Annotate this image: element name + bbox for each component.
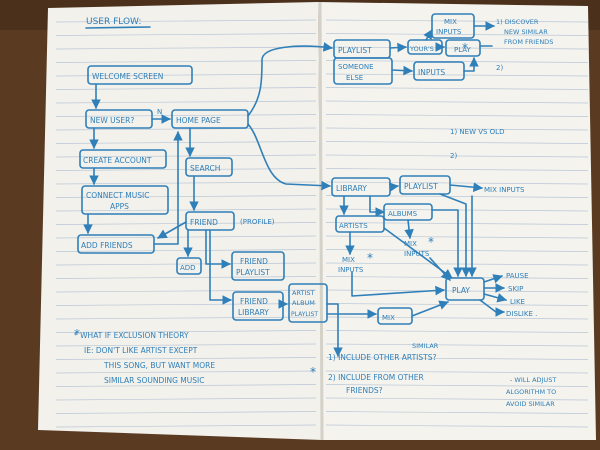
- node-playlist2: PLAYLIST: [404, 182, 438, 191]
- node-friend: FRIEND: [190, 218, 218, 227]
- node-artist-album-line2: ALBUM: [292, 299, 315, 307]
- node-play-main: PLAY: [452, 286, 470, 295]
- node-friend-playlist-line1: FRIEND: [240, 257, 268, 266]
- node-connect-line1: CONNECT MUSIC: [86, 191, 149, 200]
- node-mix-inputs-left-line2: INPUTS: [338, 266, 364, 274]
- node-friend-profile: (PROFILE): [240, 218, 275, 226]
- node-someone-line1: SOMEONE: [338, 63, 374, 71]
- note-exclusion-line2: IE: DON'T LIKE ARTIST EXCEPT: [84, 346, 198, 355]
- node-home: HOME PAGE: [176, 116, 221, 125]
- edge-playlist-yours: [390, 47, 406, 48]
- note-exclusion-line1: * WHAT IF EXCLUSION THEORY: [74, 331, 189, 340]
- note-include-2-line2: FRIENDS?: [346, 386, 383, 395]
- node-create: CREATE ACCOUNT: [83, 156, 152, 165]
- asterisk-icon: *: [310, 365, 316, 379]
- note-discover-line1: 1) DISCOVER: [496, 18, 539, 26]
- note-number-2-top: 2): [496, 64, 503, 72]
- edge-someone-inputs: [392, 70, 412, 71]
- asterisk-icon: *: [367, 251, 373, 265]
- node-mix-inputs-right: MIX INPUTS: [484, 186, 525, 194]
- node-playlist: PLAYLIST: [338, 46, 372, 55]
- note-include-1: 1) INCLUDE OTHER ARTISTS?: [328, 353, 436, 362]
- node-someone-line2: ELSE: [346, 74, 363, 82]
- note-new-vs-old: 1) NEW VS OLD: [450, 128, 504, 136]
- node-mix-inputs-top-line2: INPUTS: [436, 28, 462, 36]
- node-welcome: WELCOME SCREEN: [92, 72, 163, 81]
- node-connect-line2: APPS: [110, 202, 129, 211]
- node-mix-bottom: MIX: [382, 314, 395, 322]
- asterisk-icon: *: [428, 235, 434, 249]
- action-skip: SKIP: [508, 285, 523, 293]
- action-pause: PAUSE: [506, 272, 529, 280]
- edge-label-n: N: [157, 108, 162, 116]
- note-similar-word: SIMILAR: [412, 342, 439, 350]
- action-like: LIKE: [510, 298, 525, 306]
- node-search: SEARCH: [190, 164, 220, 173]
- edge-library-playlist2: [390, 186, 398, 187]
- left-page: [38, 2, 322, 440]
- node-friend-library-line2: LIBRARY: [238, 308, 269, 317]
- node-yours: YOUR'S: [409, 45, 434, 53]
- node-add-friends: ADD FRIENDS: [81, 241, 133, 250]
- node-mix-inputs-mid-line2: INPUTS: [404, 250, 430, 258]
- node-friend-playlist-line2: PLAYLIST: [236, 268, 270, 277]
- node-artist-album-line1: ARTIST: [292, 289, 315, 297]
- note-adjust-line1: - WILL ADJUST: [510, 376, 556, 384]
- node-library: LIBRARY: [336, 184, 367, 193]
- node-new-user: NEW USER?: [90, 116, 134, 125]
- node-add: ADD: [180, 264, 196, 272]
- action-dislike: DISLIKE .: [506, 310, 537, 318]
- note-exclusion-line3: THIS SONG, BUT WANT MORE: [103, 361, 215, 370]
- node-inputs: INPUTS: [418, 68, 445, 77]
- node-friend-library-line1: FRIEND: [240, 297, 268, 306]
- note-number-2-mid: 2): [450, 152, 457, 160]
- note-discover-line3: FROM FRIENDS: [504, 38, 553, 46]
- note-discover-line2: NEW SIMILAR: [504, 28, 548, 36]
- node-mix-inputs-mid-line1: MIX: [404, 240, 417, 248]
- note-adjust-line3: AVOID SIMILAR: [506, 400, 555, 408]
- node-albums: ALBUMS: [388, 210, 418, 218]
- node-artist-album-line3: PLAYLIST: [291, 311, 318, 318]
- node-play-top: PLAY: [454, 46, 472, 54]
- diagram-title: USER FLOW:: [86, 17, 141, 27]
- node-artists: ARTISTS: [339, 222, 368, 230]
- note-exclusion-line4: SIMILAR SOUNDING MUSIC: [104, 376, 204, 385]
- page-spine: [320, 2, 322, 440]
- note-adjust-line2: ALGORITHM TO: [506, 388, 556, 396]
- title-underline: [86, 27, 150, 28]
- node-mix-inputs-left-line1: MIX: [342, 256, 355, 264]
- node-mix-inputs-top-line1: MIX: [444, 18, 457, 26]
- note-include-2-line1: 2) INCLUDE FROM OTHER: [328, 373, 424, 382]
